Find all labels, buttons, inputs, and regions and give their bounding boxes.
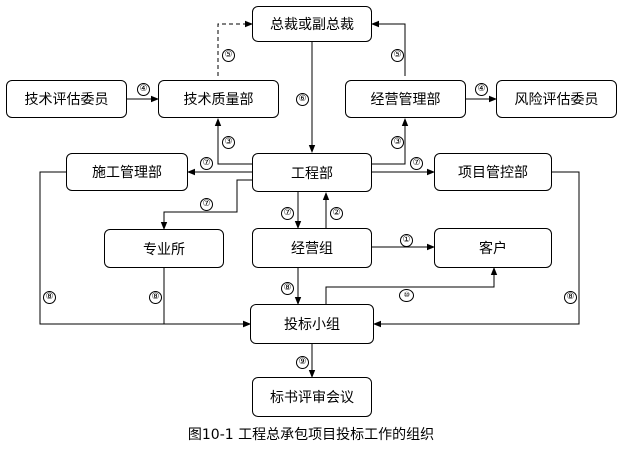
step-8-marker-business-group: ⑧ [281,282,294,295]
step-8-marker-construction: ⑧ [43,291,56,304]
figure-caption: 图10-1 工程总承包项目投标工作的组织 [187,427,435,443]
tech-committee-label: 技术评估委员 [24,92,109,108]
project-control-node: 项目管控部 [434,153,552,191]
step-3-marker-left: ③ [222,136,235,149]
step-7-marker-business-group: ⑦ [281,207,294,220]
step-7-marker-project-control: ⑦ [410,157,423,170]
client-label: 客户 [479,241,507,257]
specialist-office-node: 专业所 [104,229,224,268]
step-5-marker-left: ⑤ [222,49,235,62]
construction-mgmt-node: 施工管理部 [66,153,188,191]
step-3-marker-right: ③ [391,136,404,149]
quality-dept-label: 技术质量部 [183,92,254,108]
engineering-to-quality-link [214,118,252,165]
specialist-office-label: 专业所 [143,241,185,258]
client-node: 客户 [434,228,552,268]
step-10-marker: ⑩ [399,289,414,302]
specialist-to-bid-team-link [163,268,251,328]
bid-team-to-client-link [325,267,498,304]
risk-committee-label: 风险评估委员 [514,92,599,108]
step-4-marker-left: ④ [137,83,150,96]
engineering-to-specialist-link [160,179,252,230]
president-label: 总裁或副总裁 [270,17,354,33]
step-7-marker-construction: ⑦ [200,157,213,170]
construction-mgmt-label: 施工管理部 [92,165,162,181]
step-6-marker: ⑥ [296,93,309,106]
step-8-marker-project-control: ⑧ [564,291,577,304]
step-9-marker: ⑨ [296,356,309,369]
step-4-marker-right: ④ [475,83,488,96]
step-7-marker-specialist: ⑦ [200,198,213,211]
construction-to-bid-team-link [39,171,251,328]
bid-team-node: 投标小组 [250,304,374,344]
bid-team-label: 投标小组 [284,317,340,333]
project-control-to-bid-team-link [373,171,580,328]
risk-committee-node: 风险评估委员 [496,80,617,118]
bid-review-label: 标书评审会议 [270,390,354,406]
business-mgmt-to-president-link [371,20,406,76]
step-1-marker: ① [400,234,413,247]
business-group-label: 经营组 [291,241,333,257]
step-8-marker-specialist: ⑧ [149,291,162,304]
quality-to-president-link [217,20,253,76]
engineering-dept-label: 工程部 [291,165,333,182]
business-mgmt-node: 经营管理部 [345,80,466,118]
president-node: 总裁或副总裁 [252,6,372,42]
project-control-label: 项目管控部 [458,165,528,181]
tech-committee-node: 技术评估委员 [6,80,127,118]
business-mgmt-label: 经营管理部 [370,92,441,108]
engineering-to-business-mgmt-link [372,118,409,165]
bid-review-node: 标书评审会议 [252,377,372,417]
step-5-marker-right: ⑤ [391,49,404,62]
business-group-node: 经营组 [252,228,372,268]
engineering-dept-node: 工程部 [252,153,372,192]
step-2-marker: ② [330,207,343,220]
quality-dept-node: 技术质量部 [158,80,279,118]
